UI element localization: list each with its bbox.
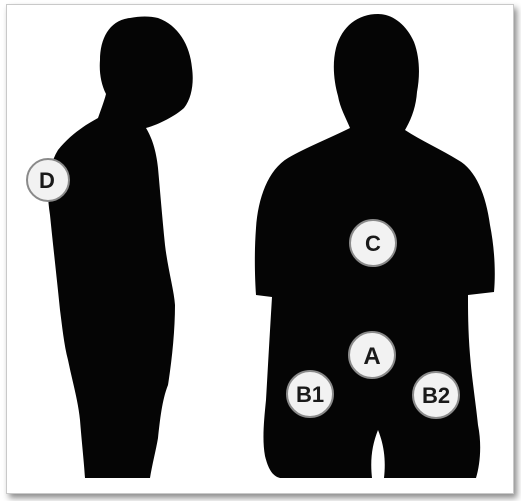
marker-a-label: A: [363, 343, 380, 370]
marker-d: D: [27, 159, 69, 201]
marker-b2: B2: [413, 372, 459, 418]
marker-b1-label: B1: [296, 382, 324, 407]
marker-c-label: C: [365, 231, 381, 256]
marker-b1: B1: [287, 371, 333, 417]
marker-a: A: [349, 332, 395, 378]
marker-b2-label: B2: [422, 383, 450, 408]
marker-d-label: D: [39, 168, 55, 193]
marker-c: C: [350, 220, 396, 266]
side-view-silhouette: [48, 17, 193, 479]
